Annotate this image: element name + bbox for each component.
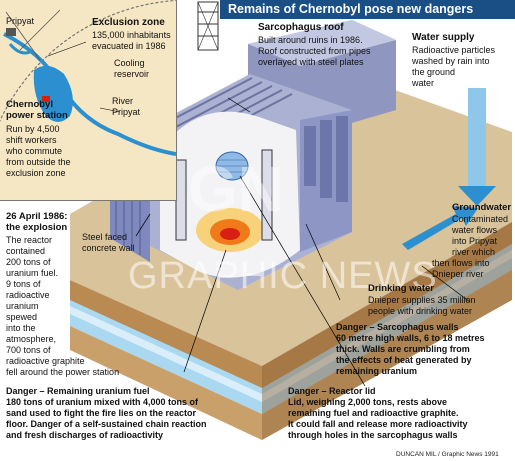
map-drawing bbox=[0, 0, 176, 156]
explosion-heading-1: 26 April 1986: bbox=[6, 211, 68, 222]
lid-danger-line-3: It could fall and release more radioacti… bbox=[288, 419, 468, 429]
fuel-danger-line-3: floor. Danger of a self-sustained chain … bbox=[6, 419, 207, 429]
groundwater-line-3: into Pripyat bbox=[452, 236, 498, 246]
lid-danger-heading: Danger – Reactor lid bbox=[288, 386, 376, 396]
concrete-wall-line-2: concrete wall bbox=[82, 243, 135, 253]
concrete-wall-line-1: Steel faced bbox=[82, 232, 128, 242]
groundwater-arrow bbox=[402, 206, 478, 250]
page-title: Remains of Chernobyl pose new dangers bbox=[228, 2, 474, 16]
drinking-water-heading: Drinking water bbox=[368, 283, 434, 294]
explosion-line-2: contained bbox=[6, 246, 46, 256]
station-line-1: Run by 4,500 bbox=[6, 124, 60, 134]
cooling-label-1: Cooling bbox=[114, 58, 145, 68]
explosion-line-13: fell around the power station bbox=[6, 367, 120, 377]
lid-danger-line-1: Lid, weighing 2,000 tons, rests above bbox=[288, 397, 448, 407]
drinking-water-line-1: Dnieper supplies 35 million bbox=[368, 295, 476, 305]
exclusion-zone-line-2: evacuated in 1986 bbox=[92, 41, 166, 51]
station-line-5: exclusion zone bbox=[6, 168, 66, 178]
explosion-line-1: The reactor bbox=[6, 235, 53, 245]
pripyat-town bbox=[6, 28, 16, 36]
lid-danger-line-2: remaining fuel and radioactive graphite. bbox=[288, 408, 459, 418]
lid-danger-line-4: through holes in the sarcophagus walls bbox=[288, 430, 458, 440]
explosion-line-6: radioactive bbox=[6, 290, 50, 300]
title-bar bbox=[220, 0, 515, 19]
exclusion-zone-outline bbox=[0, 0, 176, 123]
walls-danger-line-2: thick. Walls are crumbling from bbox=[336, 344, 470, 354]
sarcophagus-roof-line-1: Built around ruins in 1986. bbox=[258, 35, 363, 45]
water-supply-column bbox=[468, 88, 486, 188]
credit: DUNCAN MIL / Graphic News 1991 bbox=[396, 451, 499, 458]
station-heading-2: power station bbox=[6, 110, 68, 121]
groundwater-line-1: Contaminated bbox=[452, 214, 509, 224]
sarcophagus-roof-heading: Sarcophagus roof bbox=[258, 22, 344, 33]
watermark-logo: GN bbox=[188, 153, 284, 225]
explosion-line-10: atmosphere, bbox=[6, 334, 57, 344]
explosion-heading-2: the explosion bbox=[6, 222, 68, 233]
groundwater-line-2: water flows bbox=[452, 225, 498, 235]
slab-side bbox=[262, 222, 512, 440]
sarcophagus-roof-line-2: Roof constructed from pipes bbox=[258, 46, 371, 56]
groundwater-layer bbox=[70, 244, 512, 414]
water-supply-line-2: washed by rain into bbox=[412, 56, 490, 66]
walls-danger-line-3: the effects of heat generated by bbox=[336, 355, 472, 365]
cooling-reservoir bbox=[33, 65, 73, 122]
cooling-label-2: reservoir bbox=[114, 69, 150, 79]
explosion-line-8: spewed bbox=[6, 312, 38, 322]
explosion-line-7: uranium bbox=[6, 301, 39, 311]
explosion-line-9: into the bbox=[6, 323, 36, 333]
fuel-danger-heading: Danger – Remaining uranium fuel bbox=[6, 386, 150, 396]
explosion-line-3: 200 tons of bbox=[6, 257, 51, 267]
station-line-2: shift workers bbox=[6, 135, 57, 145]
river-label-2: Pripyat bbox=[112, 107, 141, 117]
water-supply-line-1: Radioactive particles bbox=[412, 45, 496, 55]
walls-danger-heading: Danger – Sarcophagus walls bbox=[336, 322, 459, 332]
groundwater-line-4: river which bbox=[452, 247, 496, 257]
water-supply-line-3: the ground bbox=[412, 67, 456, 77]
sarcophagus-roof-line-3: overlayed with steel plates bbox=[258, 57, 364, 67]
drinking-water-line-2: people with drinking water bbox=[368, 306, 473, 316]
walls-danger-line-1: 60 metre high walls, 6 to 18 metres bbox=[336, 333, 485, 343]
fuel-danger-line-1: 180 tons of uranium mixed with 4,000 ton… bbox=[6, 397, 199, 407]
map-inset: Pripyat Exclusion zone 135,000 inhabitan… bbox=[0, 0, 177, 201]
water-supply-heading: Water supply bbox=[412, 32, 475, 43]
fuel-danger-line-2: sand used to fight the fire lies on the … bbox=[6, 408, 197, 418]
groundwater-heading: Groundwater bbox=[452, 202, 512, 213]
exclusion-zone-heading: Exclusion zone bbox=[92, 17, 165, 28]
explosion-line-12: radioactive graphite bbox=[6, 356, 85, 366]
station-heading-1: Chernobyl bbox=[6, 99, 53, 110]
fuel-danger-line-4: and fresh discharges of radioactivity bbox=[6, 430, 164, 440]
explosion-line-11: 700 tons of bbox=[6, 345, 51, 355]
lower-soil bbox=[70, 270, 512, 440]
label-pripyat: Pripyat bbox=[6, 16, 35, 26]
walls-danger-line-4: remaining uranium bbox=[336, 366, 418, 376]
reactor-hot-core bbox=[220, 228, 240, 240]
groundwater-line-6: Dnieper river bbox=[432, 269, 484, 279]
groundwater-line-5: then flows into bbox=[432, 258, 490, 268]
explosion-line-4: uranium fuel. bbox=[6, 268, 59, 278]
river-label-1: River bbox=[112, 96, 134, 106]
power-station-marker bbox=[42, 96, 50, 102]
watermark: GRAPHIC NEWS bbox=[128, 255, 438, 297]
explosion-line-5: 9 tons of bbox=[6, 279, 41, 289]
exclusion-zone-line-1: 135,000 inhabitants bbox=[92, 30, 171, 40]
station-line-3: who commute bbox=[6, 146, 63, 156]
river-pripyat bbox=[3, 32, 176, 156]
sarcophagus-roof bbox=[248, 20, 396, 66]
water-supply-line-4: water bbox=[412, 78, 435, 88]
water-supply-arrow bbox=[458, 186, 496, 206]
groundwater-band bbox=[70, 250, 512, 402]
station-line-4: from outside the bbox=[6, 157, 71, 167]
